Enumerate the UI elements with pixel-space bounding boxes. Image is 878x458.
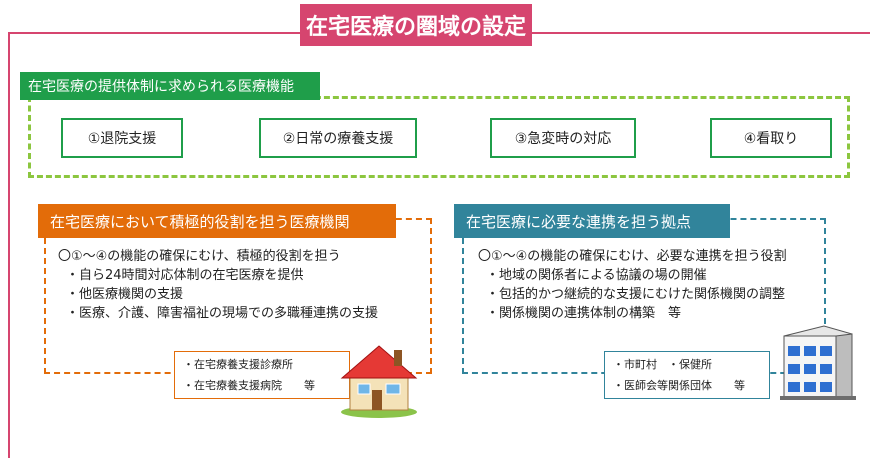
left-examples-box: ・在宅療養支援診療所 ・在宅療養支援病院 等 [174, 351, 350, 399]
page-title: 在宅医療の圏域の設定 [300, 4, 532, 46]
right-line: ・関係機関の連携体制の構築 等 [486, 306, 682, 321]
left-section-header: 在宅医療において積極的役割を担う医療機関 [38, 204, 396, 238]
function-discharge-support: ①退院支援 [61, 118, 183, 158]
right-example-line: ・市町村 ・保健所 [613, 358, 712, 371]
left-line: ・自ら24時間対応体制の在宅医療を提供 [66, 268, 304, 283]
function-emergency-response: ③急変時の対応 [490, 118, 636, 158]
left-line: ・他医療機関の支援 [66, 287, 184, 302]
function-end-of-life-care: ④看取り [710, 118, 832, 158]
functions-header: 在宅医療の提供体制に求められる医療機能 [20, 72, 320, 100]
function-daily-care-support: ②日常の療養支援 [259, 118, 417, 158]
right-examples-box: ・市町村 ・保健所 ・医師会等関係団体 等 [604, 351, 770, 399]
right-section-text: 〇①～④の機能の確保にむけ、必要な連携を担う役割 ・地域の関係者による協議の場の… [478, 247, 838, 323]
building-icon [780, 325, 856, 400]
left-line: 〇①～④の機能の確保にむけ、積極的役割を担う [58, 249, 341, 264]
right-section-header: 在宅医療に必要な連携を担う拠点 [454, 204, 730, 238]
outer-frame-left [8, 32, 10, 458]
functions-frame [28, 96, 850, 178]
left-line: ・医療、介護、障害福祉の現場での多職種連携の支援 [66, 306, 379, 321]
left-section-text: 〇①～④の機能の確保にむけ、積極的役割を担う ・自ら24時間対応体制の在宅医療を… [58, 247, 428, 323]
right-example-line: ・医師会等関係団体 等 [613, 379, 745, 392]
house-icon [340, 345, 418, 418]
right-line: ・包括的かつ継続的な支援にむけた関係機関の調整 [486, 287, 786, 302]
left-example-line: ・在宅療養支援診療所 [183, 358, 293, 371]
right-line: 〇①～④の機能の確保にむけ、必要な連携を担う役割 [478, 249, 787, 264]
right-line: ・地域の関係者による協議の場の開催 [486, 268, 707, 283]
left-example-line: ・在宅療養支援病院 等 [183, 379, 315, 392]
